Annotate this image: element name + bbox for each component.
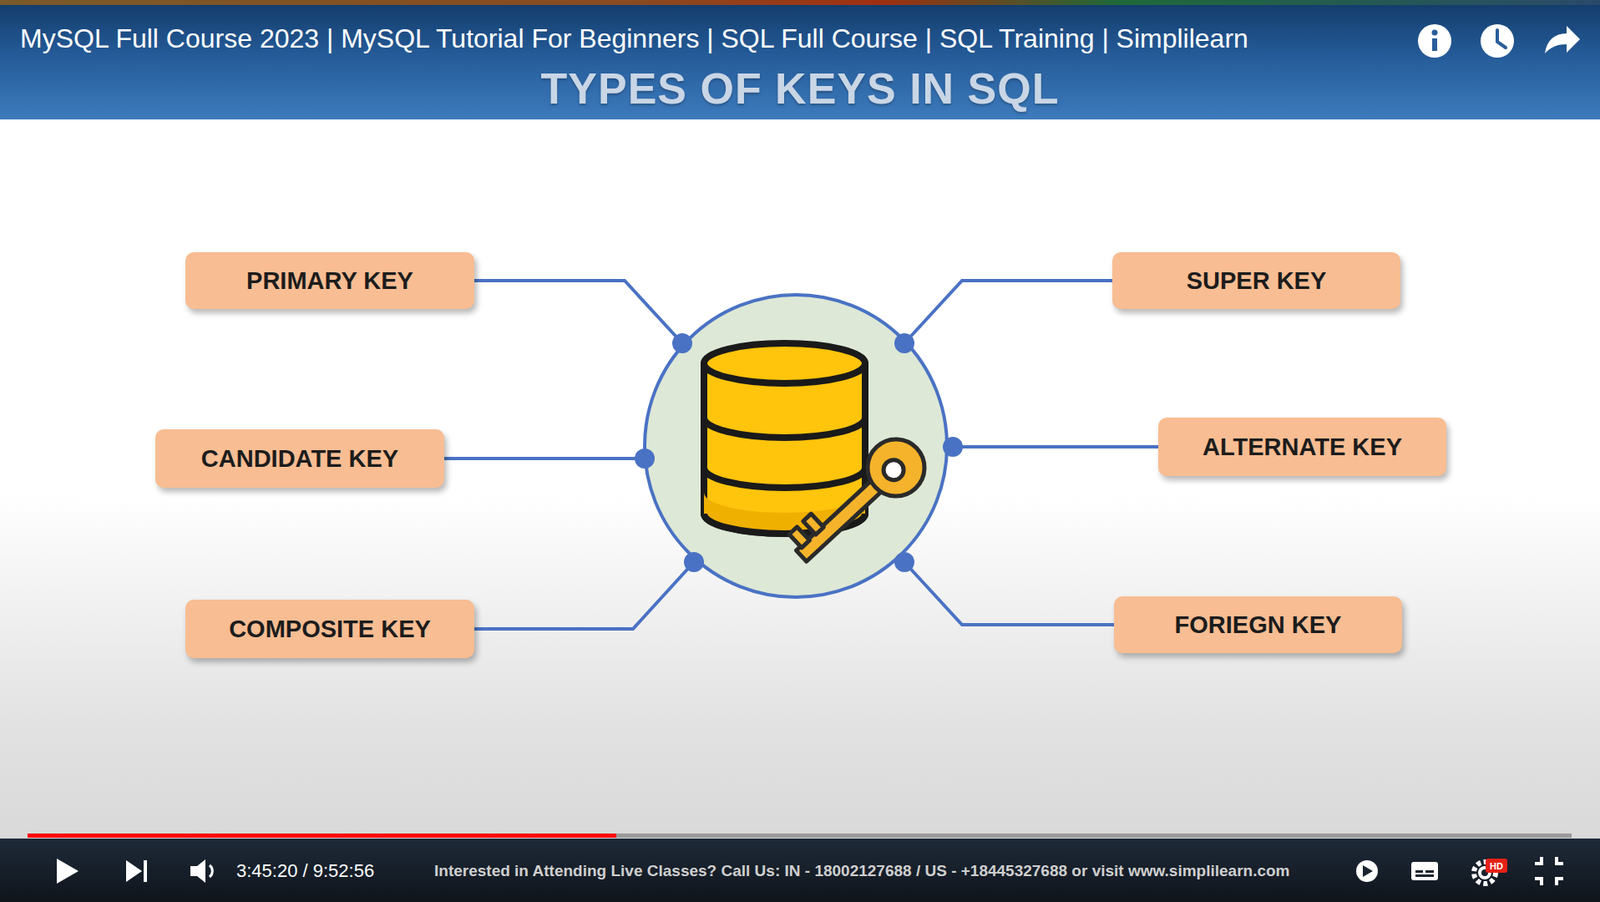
key-box: ALTERNATE KEY [1158, 417, 1447, 476]
key-box: CANDIDATE KEY [155, 429, 445, 488]
diagram-title: TYPES OF KEYS IN SQL [0, 63, 1600, 114]
leader-line [904, 280, 1113, 344]
leader-line [474, 280, 683, 344]
progress-bar [27, 833, 1572, 838]
video-title: MySQL Full Course 2023 | MySQL Tutorial … [20, 23, 1249, 55]
key-box: COMPOSITE KEY [185, 599, 475, 659]
player-controls [56, 856, 1564, 886]
time-display: 3:45:20 / 9:52:56 [236, 860, 375, 882]
leader-line [952, 445, 1159, 449]
leader-line [904, 562, 1114, 625]
key-label: CANDIDATE KEY [201, 445, 399, 473]
ticker-text: Interested in Attending Live Classes? Ca… [434, 861, 1291, 881]
key-label: PRIMARY KEY [246, 267, 414, 295]
junction-dot [634, 448, 655, 469]
key-box: SUPER KEY [1112, 252, 1401, 309]
junction-dot [894, 551, 915, 573]
center-circle [644, 294, 947, 598]
key-label: FORIEGN KEY [1174, 611, 1342, 639]
header-icons [1417, 24, 1580, 58]
key-icon [781, 427, 937, 578]
junction-dot [672, 333, 693, 354]
key-label: SUPER KEY [1186, 267, 1327, 295]
junction-dot [894, 333, 915, 354]
key-box: FORIEGN KEY [1113, 596, 1403, 654]
database-icon [703, 343, 866, 534]
leader-line [444, 456, 645, 461]
top-color-strip [0, 0, 1600, 6]
junction-dot [942, 436, 963, 457]
key-label: COMPOSITE KEY [228, 615, 431, 644]
junction-dot [683, 551, 704, 573]
key-box: PRIMARY KEY [185, 252, 475, 309]
hd-badge: HD [1485, 860, 1508, 873]
leader-line [474, 562, 694, 629]
key-label: ALTERNATE KEY [1202, 433, 1403, 461]
